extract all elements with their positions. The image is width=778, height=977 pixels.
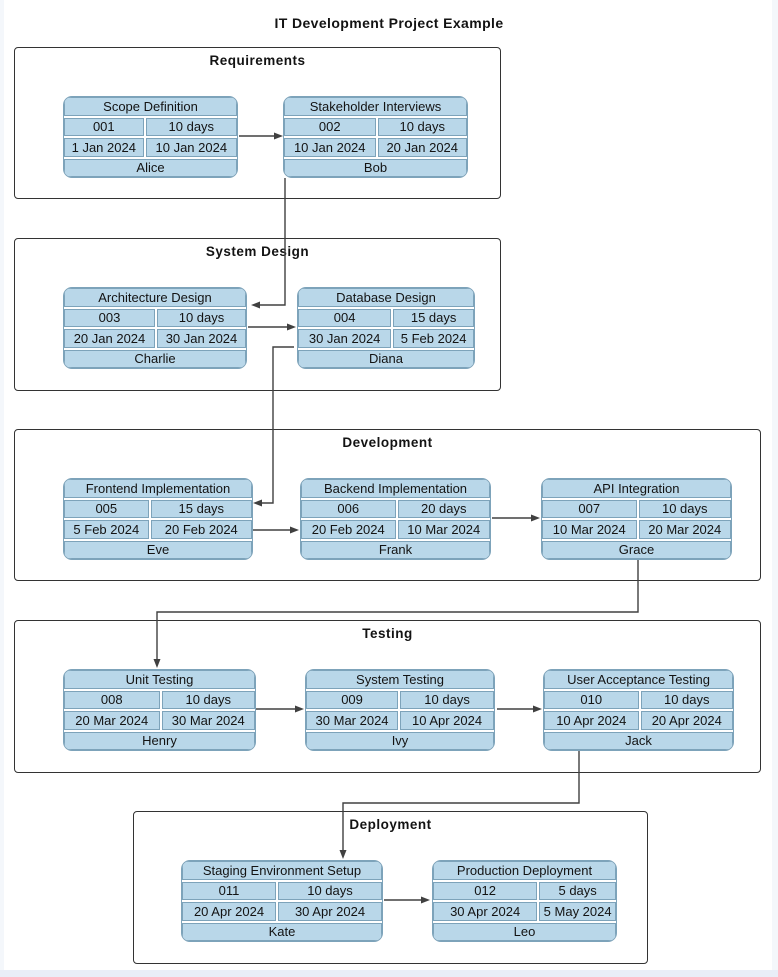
task-start-date: 10 Mar 2024 (542, 520, 637, 539)
task-assignee: Jack (544, 731, 733, 750)
page-margin-left (0, 0, 4, 977)
task-card-unit-testing: Unit Testing 008 10 days 20 Mar 2024 30 … (63, 669, 256, 751)
task-duration: 10 days (377, 117, 467, 136)
task-card-architecture-design: Architecture Design 003 10 days 20 Jan 2… (63, 287, 247, 369)
task-start-date: 20 Feb 2024 (301, 520, 396, 539)
task-end-date: 10 Mar 2024 (397, 520, 490, 539)
task-start-date: 1 Jan 2024 (64, 138, 144, 157)
task-start-date: 20 Jan 2024 (64, 329, 155, 348)
task-start-date: 10 Jan 2024 (284, 138, 376, 157)
task-assignee: Charlie (64, 349, 246, 368)
section-label: Development (342, 435, 433, 450)
task-id: 001 (64, 117, 144, 136)
task-title: Staging Environment Setup (182, 861, 382, 880)
task-card-api-integration: API Integration 007 10 days 10 Mar 2024 … (541, 478, 732, 560)
task-assignee: Frank (301, 540, 490, 559)
task-end-date: 20 Mar 2024 (638, 520, 731, 539)
task-start-date: 30 Mar 2024 (306, 711, 399, 730)
task-card-database-design: Database Design 004 15 days 30 Jan 2024 … (297, 287, 475, 369)
task-id: 002 (284, 117, 376, 136)
task-end-date: 30 Jan 2024 (157, 329, 246, 348)
task-start-date: 5 Feb 2024 (64, 520, 149, 539)
section-label: Requirements (209, 53, 306, 68)
task-title: Scope Definition (64, 97, 237, 116)
section-label: System Design (205, 244, 310, 259)
task-duration: 20 days (397, 499, 490, 518)
task-id: 004 (298, 308, 392, 327)
task-start-date: 20 Mar 2024 (64, 711, 160, 730)
section-label: Testing (362, 626, 413, 641)
task-id: 010 (544, 690, 639, 709)
task-end-date: 10 Jan 2024 (145, 138, 237, 157)
task-id: 007 (542, 499, 637, 518)
task-title: Stakeholder Interviews (284, 97, 467, 116)
task-duration: 10 days (638, 499, 731, 518)
task-end-date: 10 Apr 2024 (400, 711, 494, 730)
page-margin-bottom (0, 970, 778, 977)
task-title: User Acceptance Testing (544, 670, 733, 689)
task-assignee: Leo (433, 922, 616, 941)
task-title: Backend Implementation (301, 479, 490, 498)
task-start-date: 30 Apr 2024 (433, 902, 538, 921)
task-end-date: 20 Apr 2024 (640, 711, 733, 730)
task-assignee: Diana (298, 349, 474, 368)
page-margin-right (772, 0, 778, 977)
task-title: Frontend Implementation (64, 479, 252, 498)
task-duration: 10 days (145, 117, 237, 136)
task-start-date: 10 Apr 2024 (544, 711, 639, 730)
task-end-date: 20 Jan 2024 (377, 138, 467, 157)
task-id: 009 (306, 690, 399, 709)
task-end-date: 5 May 2024 (539, 902, 616, 921)
task-card-backend-implementation: Backend Implementation 006 20 days 20 Fe… (300, 478, 491, 560)
task-title: System Testing (306, 670, 494, 689)
task-title: API Integration (542, 479, 731, 498)
task-end-date: 5 Feb 2024 (393, 329, 474, 348)
task-card-production-deployment: Production Deployment 012 5 days 30 Apr … (432, 860, 617, 942)
task-duration: 5 days (539, 881, 616, 900)
task-end-date: 20 Feb 2024 (150, 520, 252, 539)
task-start-date: 20 Apr 2024 (182, 902, 276, 921)
task-card-frontend-implementation: Frontend Implementation 005 15 days 5 Fe… (63, 478, 253, 560)
task-assignee: Eve (64, 540, 252, 559)
task-id: 011 (182, 881, 276, 900)
task-id: 006 (301, 499, 396, 518)
task-assignee: Bob (284, 158, 467, 177)
task-duration: 10 days (640, 690, 733, 709)
task-card-staging-environment-setup: Staging Environment Setup 011 10 days 20… (181, 860, 383, 942)
task-assignee: Grace (542, 540, 731, 559)
task-id: 008 (64, 690, 160, 709)
task-assignee: Henry (64, 731, 255, 750)
task-title: Unit Testing (64, 670, 255, 689)
task-end-date: 30 Mar 2024 (161, 711, 255, 730)
task-id: 003 (64, 308, 155, 327)
task-duration: 15 days (150, 499, 252, 518)
task-card-system-testing: System Testing 009 10 days 30 Mar 2024 1… (305, 669, 495, 751)
diagram-title: IT Development Project Example (274, 15, 504, 31)
task-start-date: 30 Jan 2024 (298, 329, 392, 348)
task-assignee: Alice (64, 158, 237, 177)
task-card-user-acceptance-testing: User Acceptance Testing 010 10 days 10 A… (543, 669, 734, 751)
task-duration: 10 days (161, 690, 255, 709)
task-duration: 10 days (400, 690, 494, 709)
task-title: Production Deployment (433, 861, 616, 880)
task-assignee: Ivy (306, 731, 494, 750)
task-card-scope-definition: Scope Definition 001 10 days 1 Jan 2024 … (63, 96, 238, 178)
task-end-date: 30 Apr 2024 (278, 902, 382, 921)
task-card-stakeholder-interviews: Stakeholder Interviews 002 10 days 10 Ja… (283, 96, 468, 178)
task-assignee: Kate (182, 922, 382, 941)
task-id: 012 (433, 881, 538, 900)
section-label: Deployment (349, 817, 432, 832)
task-title: Database Design (298, 288, 474, 307)
task-duration: 15 days (393, 308, 474, 327)
task-duration: 10 days (157, 308, 246, 327)
task-title: Architecture Design (64, 288, 246, 307)
task-id: 005 (64, 499, 149, 518)
task-duration: 10 days (278, 881, 382, 900)
